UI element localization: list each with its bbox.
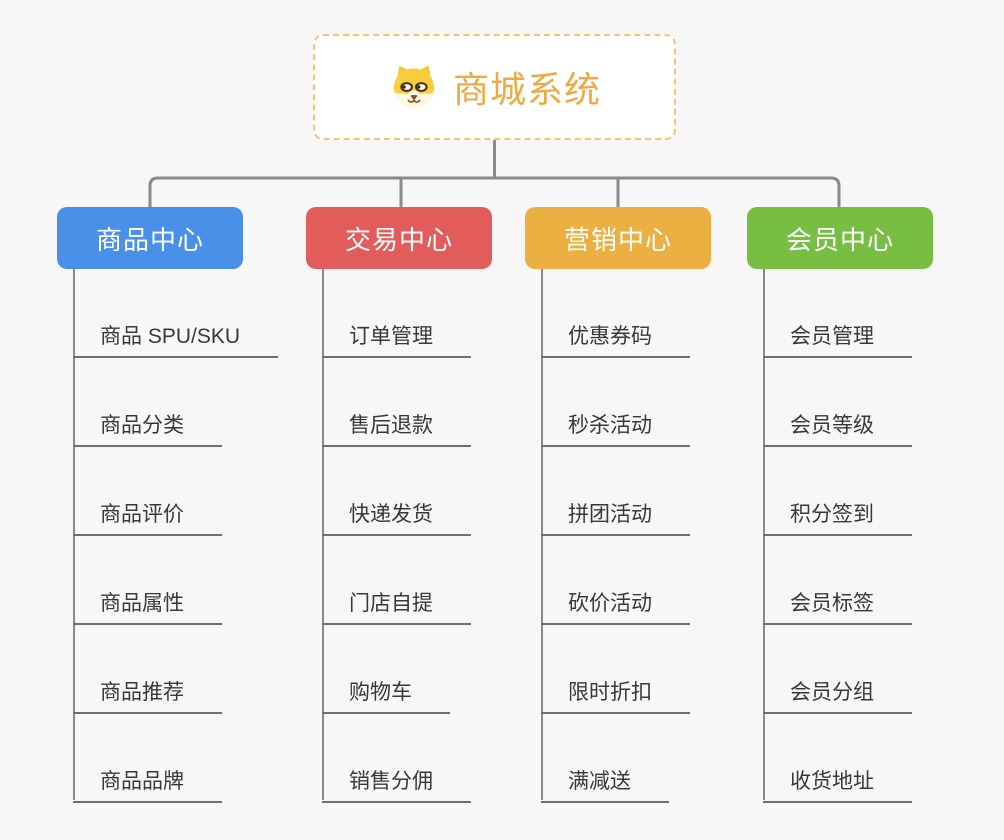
leaf-node[interactable]: 快递发货 — [322, 502, 471, 536]
leaf-node[interactable]: 订单管理 — [322, 324, 471, 358]
leaf-node[interactable]: 售后退款 — [322, 413, 471, 447]
leaf-node[interactable]: 秒杀活动 — [541, 413, 690, 447]
leaf-node[interactable]: 拼团活动 — [541, 502, 690, 536]
branch-trade-subtree: 订单管理 售后退款 快递发货 门店自提 购物车 销售分佣 — [322, 269, 562, 803]
leaf-node[interactable]: 销售分佣 — [322, 769, 471, 803]
leaf-node[interactable]: 商品品牌 — [73, 769, 222, 803]
branch-trade-center: 交易中心 订单管理 售后退款 快递发货 门店自提 购物车 销售分佣 — [306, 207, 492, 803]
leaf-node[interactable]: 商品属性 — [73, 591, 222, 625]
dog-face-icon — [393, 65, 435, 109]
branch-node-trade[interactable]: 交易中心 — [306, 207, 492, 269]
leaf-node[interactable]: 商品 SPU/SKU — [73, 324, 279, 358]
leaf-node[interactable]: 商品分类 — [73, 413, 222, 447]
leaf-node[interactable]: 购物车 — [322, 680, 450, 714]
leaf-node[interactable]: 会员等级 — [763, 413, 912, 447]
leaf-node[interactable]: 商品推荐 — [73, 680, 222, 714]
leaf-node[interactable]: 会员标签 — [763, 591, 912, 625]
leaf-node[interactable]: 积分签到 — [763, 502, 912, 536]
branch-marketing-subtree: 优惠券码 秒杀活动 拼团活动 砍价活动 限时折扣 满减送 — [541, 269, 781, 803]
bus-line — [148, 176, 841, 209]
root-node[interactable]: 商城系统 — [313, 34, 676, 140]
leaf-node[interactable]: 会员分组 — [763, 680, 912, 714]
leaf-node[interactable]: 商品评价 — [73, 502, 222, 536]
branch-product-subtree: 商品 SPU/SKU 商品分类 商品评价 商品属性 商品推荐 商品品牌 — [73, 269, 313, 803]
leaf-node[interactable]: 砍价活动 — [541, 591, 690, 625]
branch-member-subtree: 会员管理 会员等级 积分签到 会员标签 会员分组 收货地址 — [763, 269, 1003, 803]
leaf-node[interactable]: 门店自提 — [322, 591, 471, 625]
leaf-node[interactable]: 满减送 — [541, 769, 669, 803]
leaf-node[interactable]: 限时折扣 — [541, 680, 690, 714]
branch-product-center: 商品中心 商品 SPU/SKU 商品分类 商品评价 商品属性 商品推荐 商品品牌 — [57, 207, 279, 803]
branch-marketing-center: 营销中心 优惠券码 秒杀活动 拼团活动 砍价活动 限时折扣 满减送 — [525, 207, 711, 803]
branch-node-marketing[interactable]: 营销中心 — [525, 207, 711, 269]
branch-member-center: 会员中心 会员管理 会员等级 积分签到 会员标签 会员分组 收货地址 — [747, 207, 933, 803]
leaf-node[interactable]: 会员管理 — [763, 324, 912, 358]
leaf-node[interactable]: 优惠券码 — [541, 324, 690, 358]
leaf-node[interactable]: 收货地址 — [763, 769, 912, 803]
branch-node-product[interactable]: 商品中心 — [57, 207, 243, 269]
branch-node-member[interactable]: 会员中心 — [747, 207, 933, 269]
root-title: 商城系统 — [452, 69, 601, 110]
